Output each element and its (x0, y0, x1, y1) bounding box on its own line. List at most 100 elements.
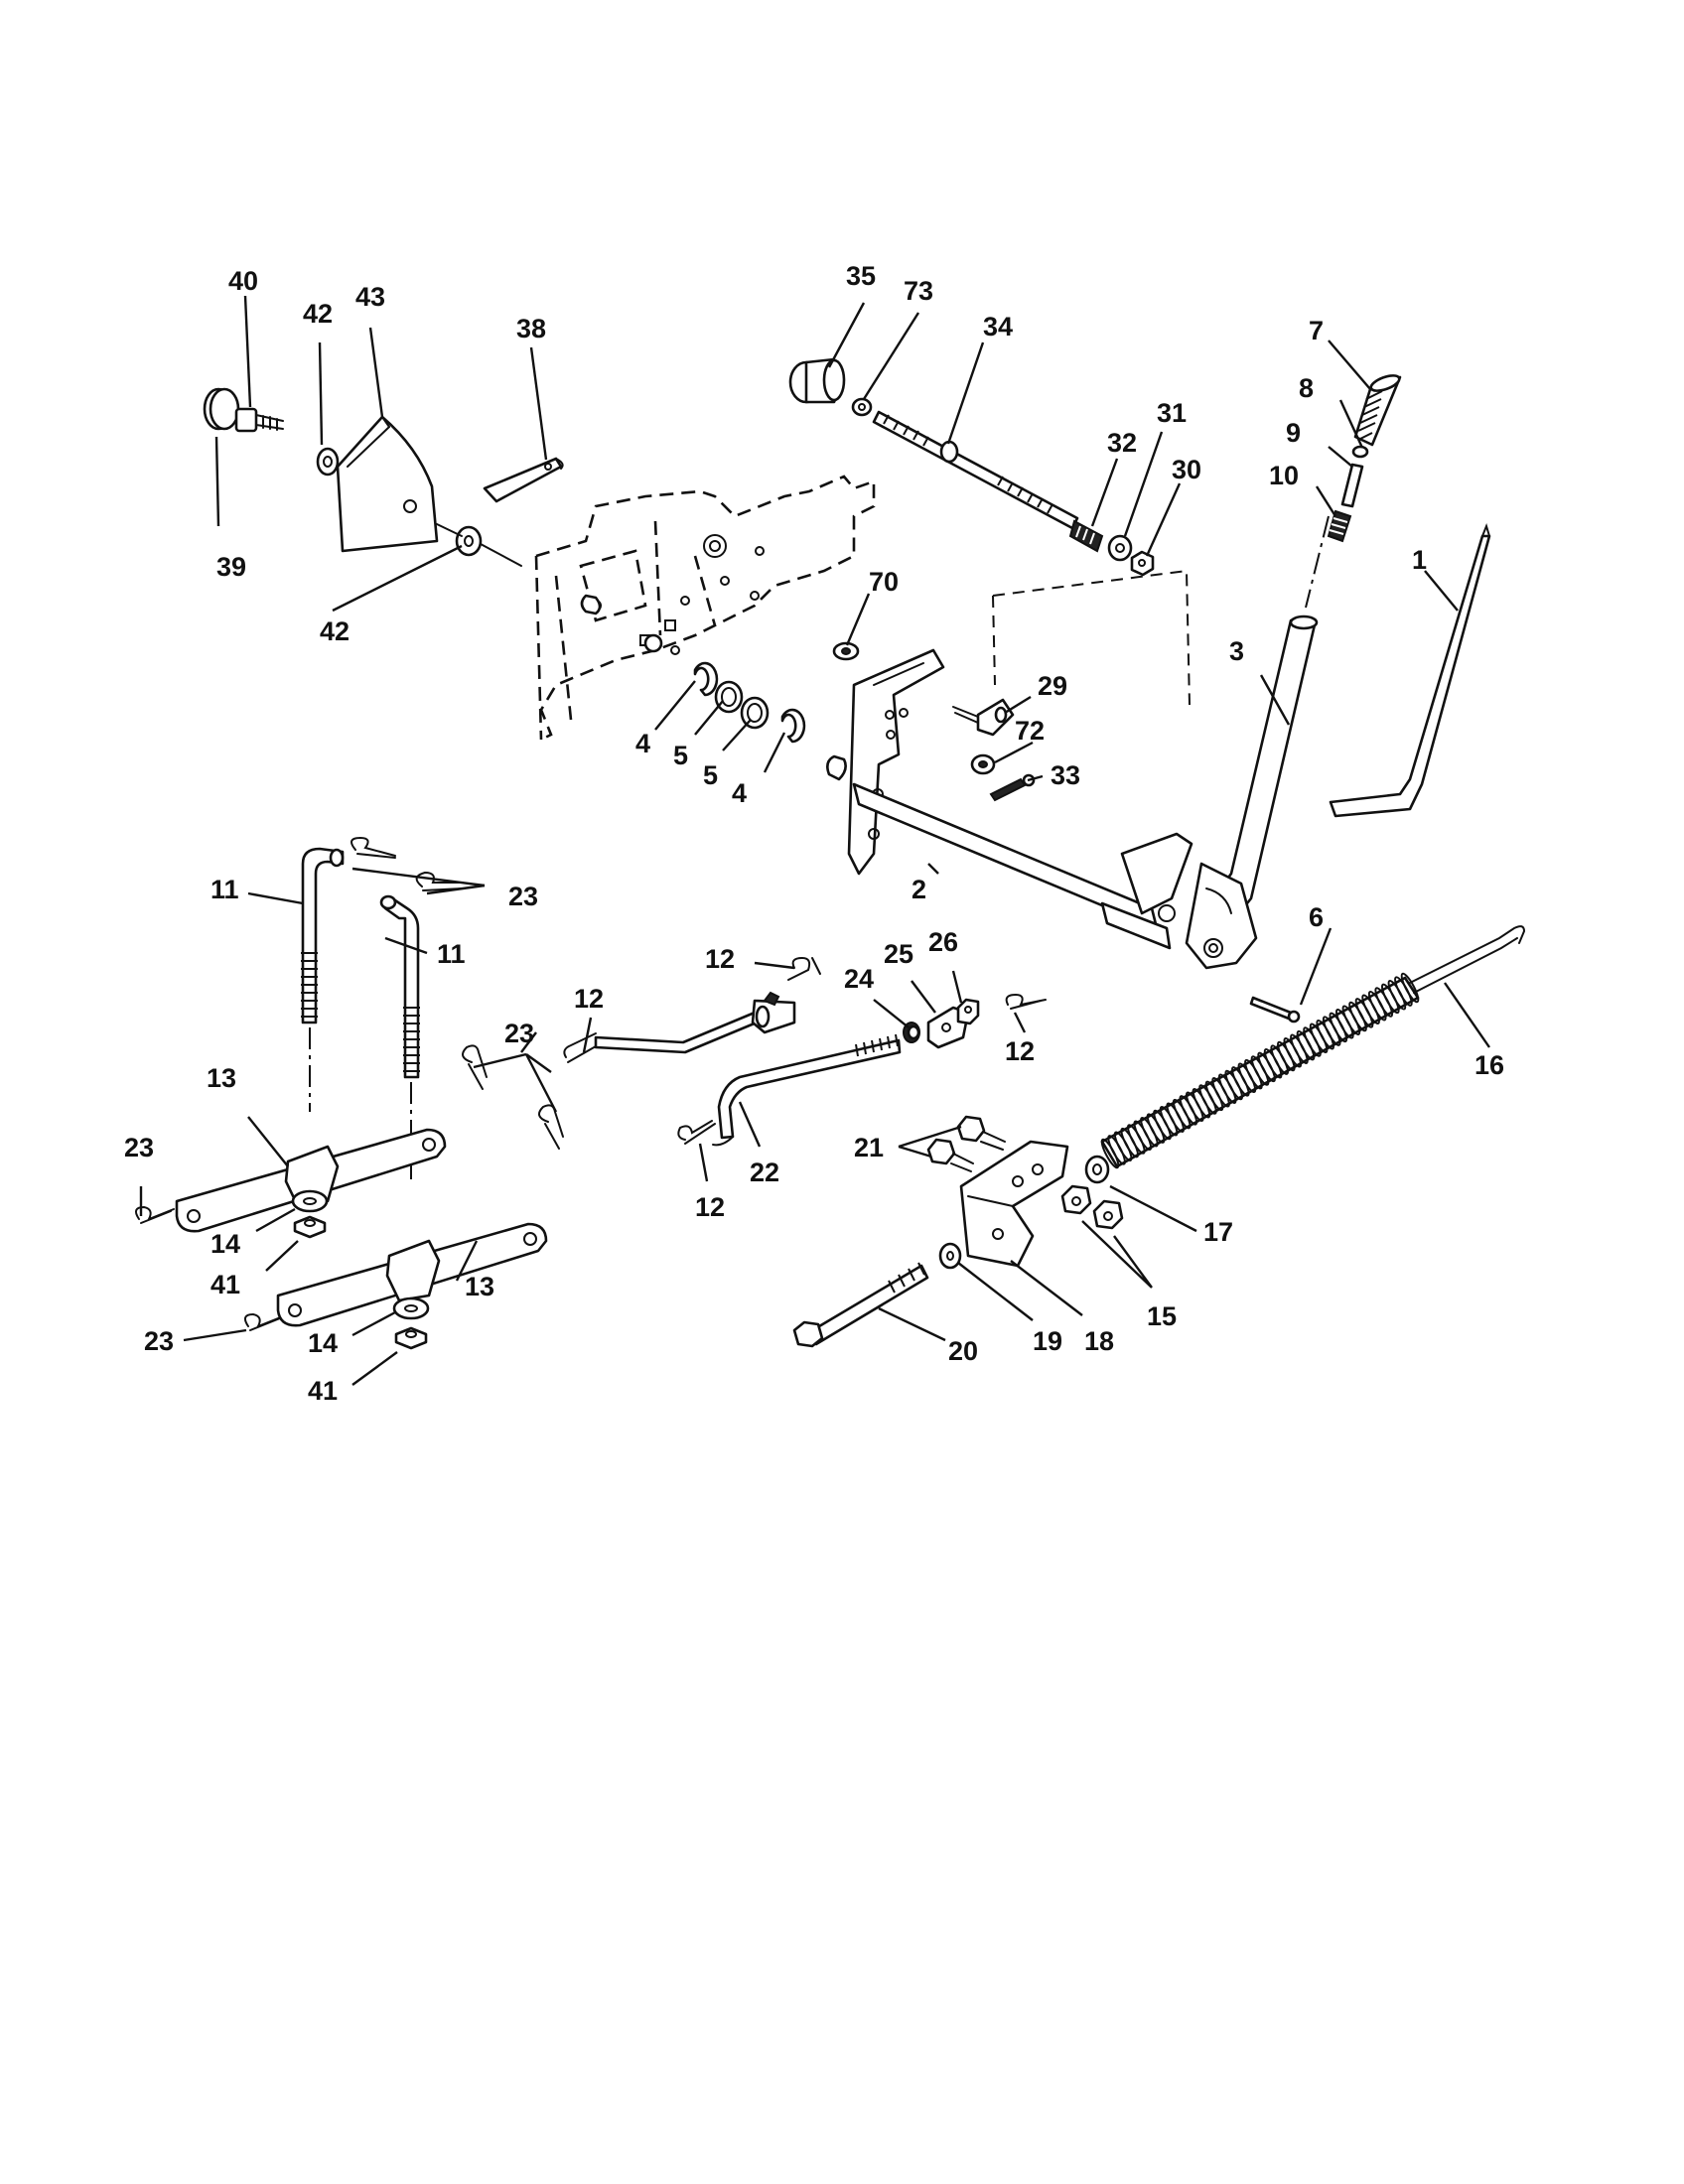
callout-2: 2 (912, 875, 926, 904)
callout-31: 31 (1157, 398, 1187, 428)
callout-32: 32 (1107, 428, 1137, 458)
part-35-knob (788, 357, 846, 404)
callout-72: 72 (1015, 716, 1045, 746)
part-3-lift-handle (1185, 614, 1319, 970)
part-23-clip-e (134, 1205, 175, 1224)
callout-25: 25 (884, 939, 913, 969)
callout-3: 3 (1229, 636, 1244, 666)
part-10-spring (1327, 509, 1352, 543)
part-14-washer-a (291, 1189, 329, 1213)
callout-18: 18 (1084, 1326, 1114, 1356)
callout-70: 70 (869, 567, 899, 597)
part-1-rod (1329, 522, 1491, 818)
callout-41: 41 (308, 1376, 338, 1406)
part-16-spring (1100, 925, 1526, 1169)
callout-1: 1 (1412, 545, 1427, 575)
callout-42: 42 (320, 616, 350, 646)
callout-20: 20 (948, 1336, 978, 1366)
callout-24: 24 (844, 964, 874, 994)
callout-labels: 40 42 43 38 39 42 35 73 34 7 8 9 10 31 3… (124, 261, 1504, 1406)
callout-10: 10 (1269, 461, 1299, 490)
callout-16: 16 (1474, 1050, 1504, 1080)
part-7-grip (1353, 374, 1402, 447)
callout-14: 14 (210, 1229, 240, 1259)
callout-34: 34 (983, 312, 1013, 341)
callout-19: 19 (1033, 1326, 1062, 1356)
callout-39: 39 (216, 552, 246, 582)
part-32-spring (1068, 519, 1104, 553)
part-15-nut-a (1060, 1184, 1092, 1215)
part-18-bracket (959, 1140, 1069, 1268)
callout-4: 4 (635, 729, 650, 758)
callout-11: 11 (437, 939, 466, 969)
callout-13: 13 (465, 1272, 494, 1301)
callout-7: 7 (1309, 316, 1324, 345)
leader-lines (139, 295, 1490, 1386)
callout-43: 43 (355, 282, 385, 312)
callout-23: 23 (504, 1019, 534, 1048)
callout-11: 11 (210, 875, 239, 904)
part-72-washer (970, 753, 996, 775)
part-26-nut (956, 998, 980, 1025)
callout-12: 12 (1005, 1036, 1035, 1066)
callout-17: 17 (1203, 1217, 1233, 1247)
part-11-rod-b (379, 894, 420, 1079)
part-6-pin (1249, 996, 1301, 1024)
callout-15: 15 (1147, 1301, 1177, 1331)
part-13-arm-a (175, 1128, 447, 1233)
part-34-threaded-rod (872, 410, 1079, 530)
part-42-washer-a (316, 447, 340, 477)
upper-link-rod (594, 991, 796, 1054)
part-14-washer-b (392, 1297, 430, 1320)
part-41-nut-b (394, 1326, 428, 1350)
callout-26: 26 (928, 927, 958, 957)
part-8-washer (1351, 445, 1369, 459)
callout-38: 38 (516, 314, 546, 343)
part-21-bolt-a (956, 1115, 1006, 1151)
part-12-clip-d (677, 1120, 716, 1145)
part-33-pin (989, 773, 1036, 802)
part-17-washer (1084, 1155, 1110, 1184)
callout-73: 73 (904, 276, 933, 306)
part-73-washer (851, 397, 873, 417)
callout-5: 5 (673, 741, 688, 770)
part-39-ring (203, 387, 240, 431)
callout-22: 22 (750, 1158, 779, 1187)
part-41-nut-a (293, 1215, 327, 1239)
callout-23: 23 (144, 1326, 174, 1356)
part-70-washer (832, 641, 860, 661)
callout-13: 13 (207, 1063, 236, 1093)
part-29-block (952, 698, 1015, 737)
part-12-clip-b (787, 956, 821, 981)
callout-21: 21 (854, 1133, 884, 1162)
callout-5: 5 (703, 760, 718, 790)
part-21-bolt-b (926, 1138, 974, 1172)
part-15-nut-b (1092, 1199, 1124, 1230)
frame-outline (534, 475, 876, 742)
callout-33: 33 (1051, 760, 1080, 790)
part-12-clip-c (1005, 993, 1047, 1010)
part-22-rod (712, 1033, 902, 1147)
part-31-washer (1107, 534, 1133, 562)
callout-23: 23 (508, 882, 538, 911)
part-12-clip-a (563, 1032, 597, 1063)
part-19-washer (938, 1242, 962, 1270)
callout-12: 12 (695, 1192, 725, 1222)
part-40-bolt (234, 407, 284, 433)
callout-42: 42 (303, 299, 333, 329)
part-20-bolt (792, 1262, 929, 1348)
part-4-ring-a (693, 661, 719, 697)
callout-23: 23 (124, 1133, 154, 1162)
callout-8: 8 (1299, 373, 1314, 403)
part-5-ring-b (740, 696, 770, 730)
callout-12: 12 (574, 984, 604, 1014)
callout-9: 9 (1286, 418, 1301, 448)
callout-30: 30 (1172, 455, 1201, 484)
callout-40: 40 (228, 266, 258, 296)
part-4-ring-b (780, 708, 806, 744)
part-13-arm-b (276, 1222, 548, 1327)
part-23-clip-f (243, 1312, 284, 1331)
part-23-clip-c (462, 1044, 488, 1090)
part-43-bracket (336, 415, 439, 553)
